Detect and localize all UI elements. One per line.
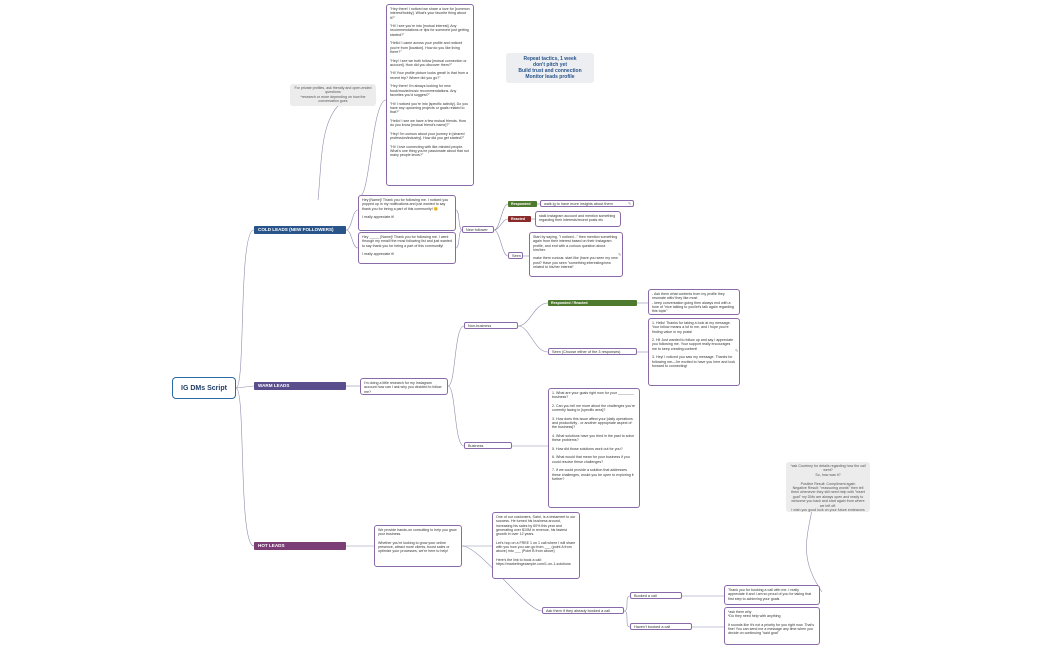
seen-node[interactable]: Seen	[508, 252, 523, 259]
not-booked-node[interactable]: Haven't booked a call	[630, 623, 692, 630]
courtney-followup-note: *ask Courtney for details regarding how …	[786, 462, 870, 512]
not-booked-followup[interactable]: *ask them why *Do they need help with an…	[724, 607, 820, 645]
business-node[interactable]: Business	[464, 442, 512, 449]
responded-reacted-action[interactable]: - Ask them what contents from my profile…	[648, 289, 740, 315]
branch-warm-leads[interactable]: WARM LEADS	[254, 382, 346, 390]
business-questions[interactable]: 1. What are your goals right now for you…	[548, 388, 640, 508]
link-root-hot	[235, 387, 255, 547]
link-msg1-new	[455, 209, 463, 231]
link-intro-nonbiz	[447, 325, 465, 387]
note-icon: ✎	[628, 201, 632, 206]
booked-thanks-message[interactable]: Thank you for booking a call with me. I …	[724, 585, 820, 605]
reacted-tag[interactable]: Reacted	[508, 216, 531, 222]
note-icon: ✎	[618, 252, 622, 257]
warm-research-question[interactable]: I'm doing a little research for my Insta…	[360, 378, 448, 395]
root-node[interactable]: IG DMs Script	[172, 377, 236, 399]
non-business-node[interactable]: Non-business	[464, 322, 518, 329]
seen-action[interactable]: Start by saying, "I noticed..." then men…	[529, 232, 623, 277]
responded-tag[interactable]: Responded	[508, 201, 537, 207]
link-msg2-new	[455, 229, 463, 249]
seen-choose-node[interactable]: Seen (Choose either of the 3 responses)	[548, 348, 637, 355]
hot-case-study[interactable]: One of our customers, Sahri, is a testam…	[492, 512, 580, 579]
booked-call-node[interactable]: Booked a call	[630, 592, 682, 599]
branch-hot-leads[interactable]: HOT LEADS	[254, 542, 346, 550]
reacted-action[interactable]: stalk Instagram account and mention some…	[535, 211, 621, 227]
link-nonbiz-rr	[517, 302, 549, 327]
link-intro-biz	[447, 385, 465, 447]
link-courtney-note	[806, 509, 823, 593]
link-ask-booked	[623, 595, 631, 612]
tactics-callout: Repeat tactics, 1 week don't pitch yet B…	[506, 53, 594, 83]
link-new-reacted	[493, 218, 509, 231]
link-cold-msg1	[345, 209, 359, 231]
responded-action[interactable]: walk ig to have more insights about them	[540, 200, 634, 207]
link-root-cold	[235, 229, 255, 389]
cold-thanks-message-2[interactable]: Hey _____ [Name]! Thank you for followin…	[358, 232, 456, 264]
link-private-note	[317, 101, 343, 201]
responded-reacted-tag[interactable]: Responded / Reacted	[548, 300, 637, 306]
cold-thanks-message-1[interactable]: Hey [Name]! Thank you for following me. …	[358, 195, 456, 231]
cold-openers-list[interactable]: "Hey there! I noticed we share a love fo…	[386, 4, 474, 186]
link-new-responded	[493, 203, 509, 231]
hot-consulting-pitch[interactable]: We provide hands-on consulting to help y…	[374, 525, 462, 567]
link-ask-notbooked	[623, 610, 631, 628]
branch-cold-leads[interactable]: COLD LEADS (NEW FOLLOWERS)	[254, 226, 346, 234]
new-follower-node[interactable]: New follower	[462, 226, 494, 233]
note-icon: ✎	[735, 348, 739, 353]
private-profiles-note: For private profiles, ask friendly and o…	[290, 84, 376, 106]
link-msg1-openers	[359, 99, 387, 197]
ask-booked-node[interactable]: Ask them if they already booked a call	[542, 607, 624, 614]
link-root-warm	[235, 385, 255, 389]
seen-responses[interactable]: 1. Hello! Thanks for taking a look at my…	[648, 318, 740, 386]
link-cold-msg2	[345, 229, 359, 249]
link-nonbiz-seen	[517, 325, 549, 353]
link-new-seen	[493, 229, 509, 257]
